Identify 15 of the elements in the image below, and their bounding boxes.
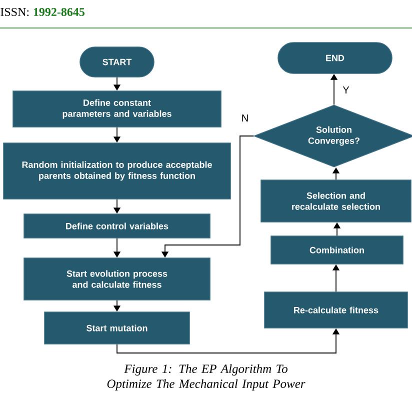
terminal-pill: START	[80, 46, 154, 78]
header-text: ISSN:	[0, 8, 29, 16]
process-box: Define constant parameters and variables	[12, 90, 222, 128]
process-box: Start evolution process and calculate fitness	[24, 258, 210, 300]
edge-label: Y	[342, 86, 350, 94]
edge-label: N	[240, 114, 250, 122]
process-box: Random initialization to produce acceptable parents obtained by fitness function	[3, 142, 231, 200]
terminal-pill: END	[278, 42, 392, 74]
process-box: Combination	[270, 236, 404, 264]
issn-number: 1992-8645	[34, 8, 84, 16]
process-box: Define control variables	[24, 214, 210, 238]
process-box: Selection and recalculate selection	[260, 180, 412, 222]
process-box: Re-calculate fitness	[264, 292, 408, 328]
process-box: Start mutation	[44, 312, 190, 344]
figure-caption: Figure 1: The EP Algorithm To Optimize The Mechanical Input Power	[107, 364, 306, 391]
